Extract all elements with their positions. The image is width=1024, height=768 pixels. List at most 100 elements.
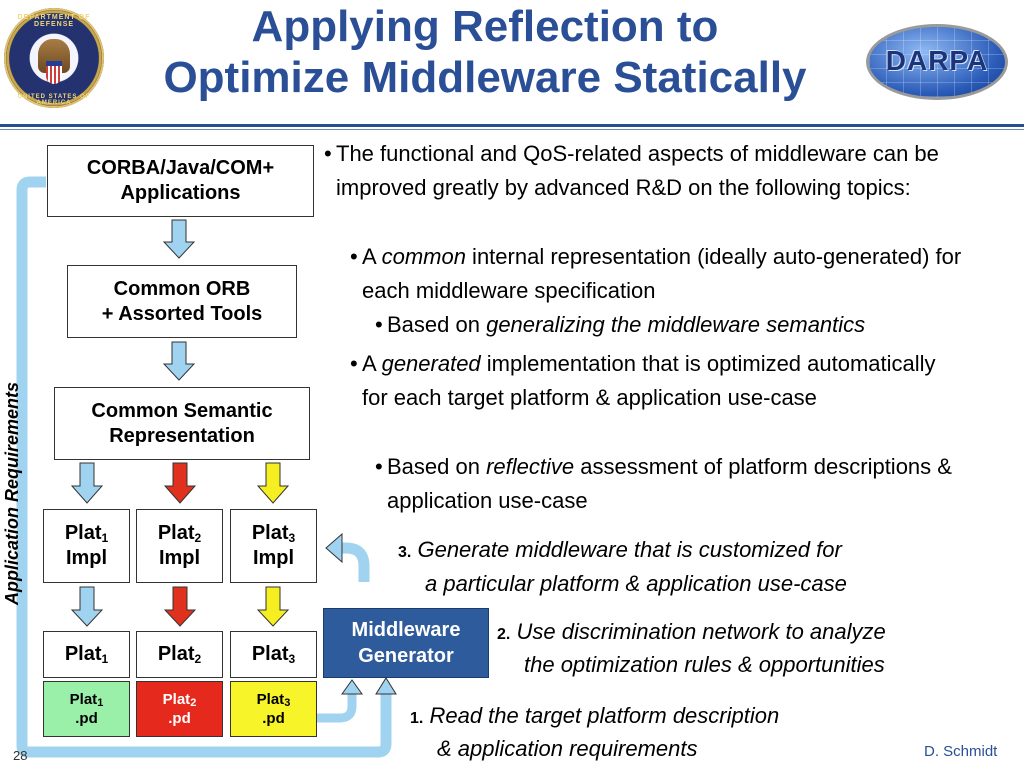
darpa-logo: DARPA — [866, 24, 1008, 100]
plat-1-pd-sub: 1 — [97, 697, 104, 709]
bullet-dot-icon: • — [350, 351, 358, 376]
step-2-line-2: the optimization rules & opportunities — [524, 652, 885, 677]
bullet-main: • The functional and QoS-related aspects… — [324, 137, 996, 205]
step-1-line-1: 1. Read the target platform description — [410, 699, 779, 735]
bullet-generated-sub-pre: Based on — [387, 454, 487, 479]
step-3-text-1: Generate middleware that is customized f… — [417, 537, 842, 562]
applications-box-line-1: CORBA/Java/COM+ — [86, 157, 275, 179]
plat-3-box: Plat3 — [230, 631, 317, 678]
plat-3-pd-word: Plat — [256, 691, 285, 708]
bullet-common-post: internal representation (ideally auto-ge… — [362, 244, 962, 303]
applications-box: CORBA/Java/COM+ Applications — [47, 145, 314, 217]
bullet-generated: • A generated implementation that is opt… — [350, 347, 952, 415]
plat-1-impl-word: Plat — [64, 522, 102, 544]
step-2-number: 2. — [497, 626, 511, 643]
plat-2-sub: 2 — [194, 652, 202, 666]
bullet-common-em: common — [381, 244, 466, 269]
bullet-common: • A common internal representation (idea… — [350, 240, 1002, 308]
arrow-orb-to-semantic — [162, 341, 196, 381]
middleware-generator-box: Middleware Generator — [323, 608, 489, 678]
step-1-line-2: & application requirements — [437, 736, 698, 761]
common-orb-box-line-1: Common ORB — [113, 277, 251, 300]
bullet-dot-icon: • — [375, 312, 383, 337]
generator-line-1: Middleware — [351, 619, 461, 641]
bullet-common-sub: • Based on generalizing the middleware s… — [375, 308, 1017, 342]
bullet-main-text: The functional and QoS-related aspects o… — [336, 141, 939, 200]
plat-2-impl-word: Plat — [157, 522, 195, 544]
bullet-generated-em: generated — [381, 351, 481, 376]
bullet-common-sub-em: generalizing the middleware semantics — [486, 312, 866, 337]
arrow-apps-to-orb — [162, 219, 196, 259]
plat-2-word: Plat — [157, 643, 195, 665]
shield-icon — [46, 61, 62, 84]
plat-1-impl-box: Plat1 Impl — [43, 509, 130, 583]
header-divider-thin — [0, 129, 1024, 130]
plat-2-box: Plat2 — [136, 631, 223, 678]
step-3-line-1: 3. Generate middleware that is customize… — [398, 533, 842, 569]
common-semantic-box-line-2: Representation — [109, 424, 255, 447]
curve-arrowhead — [325, 532, 343, 564]
bullet-generated-sub-em: reflective — [486, 454, 575, 479]
arrow-impl-to-plat-3 — [256, 586, 290, 627]
plat-3-impl-box: Plat3 Impl — [230, 509, 317, 583]
loop-arrowhead — [375, 677, 397, 695]
plat-2-impl-sub: 2 — [194, 531, 202, 545]
step-1-text-1: Read the target platform description — [429, 703, 780, 728]
bullet-dot-icon: • — [375, 454, 383, 479]
darpa-logo-text: DARPA — [885, 45, 989, 76]
application-requirements-label: Application Requirements — [2, 381, 22, 605]
plat-1-impl-label: Impl — [65, 547, 108, 569]
author-credit: D. Schmidt — [924, 743, 998, 760]
bullet-common-sub-pre: Based on — [387, 312, 487, 337]
plat-2-impl-box: Plat2 Impl — [136, 509, 223, 583]
arrow-semantic-to-impl-3 — [256, 462, 290, 504]
plat-3-impl-label: Impl — [252, 547, 295, 569]
plat-3-word: Plat — [251, 643, 289, 665]
slide-title-line-1: Applying Reflection to — [251, 2, 719, 51]
plat-3-impl-sub: 3 — [288, 531, 296, 545]
bullet-dot-icon: • — [324, 141, 332, 166]
plat-1-word: Plat — [64, 643, 102, 665]
bullet-generated-sub: • Based on reflective assessment of plat… — [375, 450, 987, 518]
pd-connector-arrowhead — [341, 679, 363, 695]
bullet-dot-icon: • — [350, 244, 358, 269]
arrow-semantic-to-impl-2 — [163, 462, 197, 504]
generator-to-impl-curve — [340, 542, 370, 582]
plat-3-pd-label: .pd — [262, 710, 285, 727]
arrow-semantic-to-impl-1 — [70, 462, 104, 504]
header-divider — [0, 124, 1024, 127]
common-semantic-box: Common Semantic Representation — [54, 387, 310, 460]
plat-1-box: Plat1 — [43, 631, 130, 678]
step-3-number: 3. — [398, 544, 412, 561]
step-2-text-1: Use discrimination network to analyze — [516, 619, 886, 644]
plat-2-impl-label: Impl — [158, 547, 201, 569]
applications-box-line-2: Applications — [120, 182, 241, 204]
step-3-line-2: a particular platform & application use-… — [425, 571, 847, 596]
step-2-line-1: 2. Use discrimination network to analyze — [497, 615, 886, 651]
plat-2-pd-box: Plat2 .pd — [136, 681, 223, 737]
plat-1-pd-word: Plat — [69, 691, 98, 708]
plat-2-pd-sub: 2 — [190, 697, 197, 709]
bullet-common-pre: A — [362, 244, 382, 269]
arrow-impl-to-plat-1 — [70, 586, 104, 627]
bullet-generated-sub-post: assessment of platform descriptions & ap… — [387, 454, 952, 513]
plat-1-sub: 1 — [101, 652, 109, 666]
generator-line-2: Generator — [358, 645, 454, 667]
plat-1-pd-label: .pd — [75, 710, 98, 727]
plat-1-pd-box: Plat1 .pd — [43, 681, 130, 737]
plat-1-impl-sub: 1 — [101, 531, 109, 545]
plat-3-impl-word: Plat — [251, 522, 289, 544]
common-semantic-box-line-1: Common Semantic — [91, 399, 273, 422]
page-number: 28 — [13, 748, 28, 763]
seal-top-text: DEPARTMENT OF DEFENSE — [17, 14, 91, 28]
bullet-generated-post: implementation that is optimized automat… — [362, 351, 936, 410]
plat-2-pd-label: .pd — [168, 710, 191, 727]
step-1-number: 1. — [410, 710, 424, 727]
slide-title-line-2: Optimize Middleware Statically — [163, 53, 807, 102]
plat-3-pd-sub: 3 — [284, 697, 291, 709]
common-orb-box: Common ORB + Assorted Tools — [67, 265, 297, 338]
dod-seal-logo: DEPARTMENT OF DEFENSE UNITED STATES OF A… — [4, 8, 104, 108]
plat-2-pd-word: Plat — [162, 691, 191, 708]
arrow-impl-to-plat-2 — [163, 586, 197, 627]
